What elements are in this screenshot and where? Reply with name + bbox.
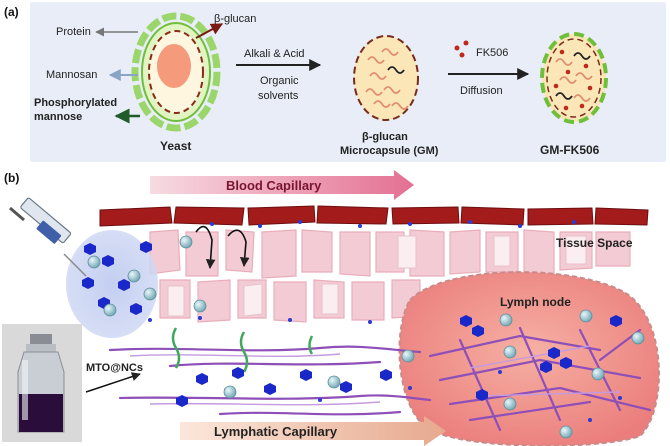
yeast-cell [131, 12, 221, 132]
blue-particles [82, 241, 622, 407]
label-beta-glucan: β-glucan [214, 13, 256, 25]
step1-text-3: solvents [258, 90, 299, 102]
tissue-cells-white [167, 235, 587, 317]
lymphatic-vessels [108, 326, 652, 432]
label-lymphatic-capillary: Lymphatic Capillary [214, 424, 338, 439]
label-protein: Protein [56, 26, 91, 38]
fk506-dots [454, 40, 469, 58]
extravasation-arrows [195, 225, 250, 269]
tissue-cells [149, 229, 631, 323]
step1-text-1: Alkali & Acid [244, 48, 305, 60]
beta-glucan-microcapsule [353, 35, 419, 121]
label-mannose: mannose [34, 111, 82, 123]
label-yeast: Yeast [160, 139, 191, 153]
syringe-icon [9, 197, 87, 277]
arrow-mto-ncs [85, 372, 141, 393]
label-fk506: FK506 [476, 47, 508, 59]
label-gm-fk506: GM-FK506 [540, 143, 600, 157]
label-phosphorylated: Phosphorylated [34, 97, 117, 109]
label-lymph-node: Lymph node [500, 295, 571, 309]
panel-a-label: (a) [4, 5, 19, 19]
blood-vessel-wall [99, 205, 649, 227]
label-diffusion: Diffusion [460, 85, 503, 97]
lymphatic-capillary-arrow [180, 416, 446, 446]
label-blood-capillary: Blood Capillary [226, 178, 322, 193]
panel-b-label: (b) [4, 171, 19, 185]
label-mannosan: Mannosan [46, 69, 97, 81]
blood-capillary-arrow [150, 170, 414, 200]
label-mto-ncs: MTO@NCs [86, 362, 143, 374]
label-microcapsule-1: β-glucan [362, 131, 408, 143]
mto-ncs-vial-photo [2, 324, 82, 442]
nanocapsule-spheres [87, 235, 645, 439]
yeast-nucleus [157, 44, 191, 88]
arrow-beta-glucan [195, 23, 224, 39]
label-tissue-space: Tissue Space [556, 236, 633, 250]
transport-arrows [171, 327, 314, 373]
gm-fk506-capsule [540, 32, 608, 124]
step1-text-2: Organic [260, 75, 299, 87]
label-microcapsule-2: Microcapsule (GM) [340, 145, 439, 157]
